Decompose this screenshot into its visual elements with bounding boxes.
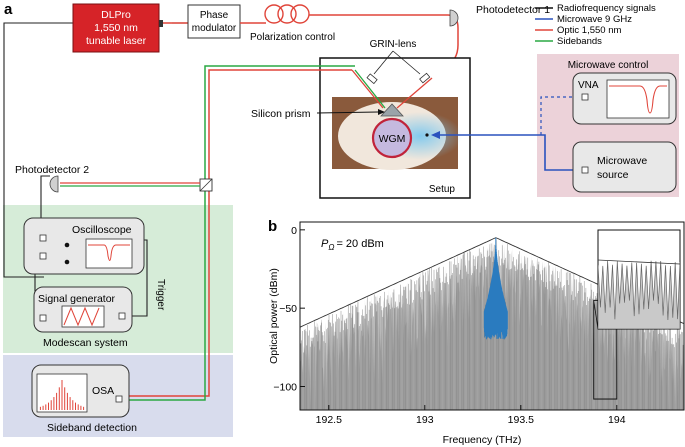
prism-pointer — [316, 111, 379, 114]
x-tick-label: 193 — [416, 414, 434, 426]
osa-spectrum — [39, 380, 85, 410]
oscilloscope-port-1 — [39, 234, 47, 242]
grin-lens-label: GRIN-lens — [370, 39, 417, 50]
grin-pointer-left — [373, 50, 394, 75]
osa-port — [115, 395, 123, 403]
sideband-title: Sideband detection — [47, 422, 137, 434]
fiber-to-osa-green — [129, 188, 206, 401]
setup-label: Setup — [429, 184, 456, 195]
grin-pointer-right — [392, 50, 421, 75]
beam-out-red — [396, 77, 433, 109]
source-port — [581, 166, 589, 174]
vna-label: VNA — [578, 80, 599, 91]
oscilloscope-trace — [88, 244, 130, 261]
legend: Radiofrequency signals Microwave 9 GHz O… — [535, 3, 656, 47]
legend-label-microwave: Microwave 9 GHz — [557, 14, 632, 25]
fiber-return-green — [204, 65, 355, 180]
antenna-tip — [425, 133, 429, 137]
plot-frame — [299, 221, 685, 411]
vna-dashed-link — [540, 96, 584, 136]
laser-label-3: tunable laser — [86, 35, 147, 47]
laser-label-2: 1,550 nm — [94, 22, 138, 34]
photodetector2-label: Photodetector 2 — [15, 164, 89, 176]
panel-a-letter: a — [4, 1, 13, 18]
fiber-to-osa-red — [129, 188, 210, 397]
legend-label-rf: Radiofrequency signals — [557, 3, 656, 14]
grin-lens-left — [366, 73, 378, 85]
oscilloscope-port-2 — [39, 252, 47, 260]
microwave-source-box — [572, 141, 677, 193]
microwave-feed — [433, 134, 584, 171]
vna-resonance-trace — [609, 85, 667, 114]
photodetector1-label: Photodetector 1 — [476, 4, 550, 16]
x-tick-label: 192.5 — [316, 414, 342, 426]
oscilloscope-screen — [85, 238, 133, 269]
phase-modulator-label-2: modulator — [192, 23, 237, 34]
power-value: = 20 dBm — [336, 238, 383, 250]
trigger-label: Trigger — [155, 279, 166, 311]
power-symbol: P — [321, 238, 329, 250]
polarization-control-label: Polarization control — [250, 32, 335, 43]
signal-generator-port-1 — [39, 314, 47, 322]
polarization-coils — [264, 4, 310, 24]
series-microwave-comb — [483, 237, 508, 340]
legend-label-optic: Optic 1,550 nm — [557, 25, 622, 36]
wgm-label: WGM — [379, 133, 406, 145]
x-axis-label: Frequency (THz) — [443, 434, 522, 446]
panel-b-letter: b — [268, 218, 277, 235]
zoom-connector — [593, 300, 599, 330]
signal-generator-label: Signal generator — [38, 293, 116, 305]
wgm-resonator — [371, 117, 413, 159]
inset-trace — [598, 259, 680, 329]
x-tick-label: 194 — [608, 414, 626, 426]
sawtooth-trace — [63, 306, 100, 327]
oscilloscope-label: Oscilloscope — [72, 224, 132, 236]
power-subscript: Ω — [328, 243, 334, 252]
microwave-source-label-2: source — [597, 169, 629, 181]
inset-envelope — [598, 259, 680, 265]
y-tick-label: 0 — [291, 225, 297, 237]
microwave-control-title: Microwave control — [568, 60, 649, 71]
y-axis-label: Optical power (dBm) — [268, 268, 280, 364]
signal-generator-screen — [61, 305, 105, 328]
photodetector1-icon — [449, 9, 459, 27]
microwave-feed-arrow — [431, 131, 440, 139]
power-annotation: PΩ= 20 dBm — [321, 238, 384, 252]
vna-port — [581, 93, 589, 101]
microwave-source-label-1: Microwave — [597, 155, 647, 167]
y-tick-label: −100 — [273, 382, 297, 394]
laser-label-1: DLPro — [101, 9, 131, 21]
oscilloscope-knob-2 — [64, 259, 70, 265]
spectrum-traces — [300, 237, 684, 410]
x-tick-label: 193.5 — [508, 414, 534, 426]
fiber-return-red — [208, 69, 352, 180]
silicon-prism-shape — [380, 103, 404, 117]
osa-label: OSA — [92, 385, 114, 397]
phase-modulator-box — [187, 4, 241, 39]
beam-splitter-diagonal — [199, 178, 213, 192]
signal-generator-port-2 — [118, 312, 126, 320]
inset-spectrum — [598, 260, 680, 329]
phase-modulator-label-1: Phase — [200, 10, 229, 21]
photodetector2-icon — [49, 175, 59, 193]
laser-box — [72, 3, 160, 53]
grin-lens-right — [419, 72, 431, 84]
beam-in-green — [354, 69, 386, 109]
laser-port — [159, 20, 163, 27]
silicon-prism-label: Silicon prism — [251, 108, 311, 120]
beam-in-red — [351, 69, 384, 109]
prism-pointer-arrow — [378, 109, 385, 115]
y-tick-label: −50 — [279, 303, 297, 315]
oscilloscope-knob-1 — [64, 242, 70, 248]
legend-label-sidebands: Sidebands — [557, 36, 602, 47]
modescan-title: Modescan system — [43, 337, 128, 349]
series-main-comb — [300, 239, 684, 410]
